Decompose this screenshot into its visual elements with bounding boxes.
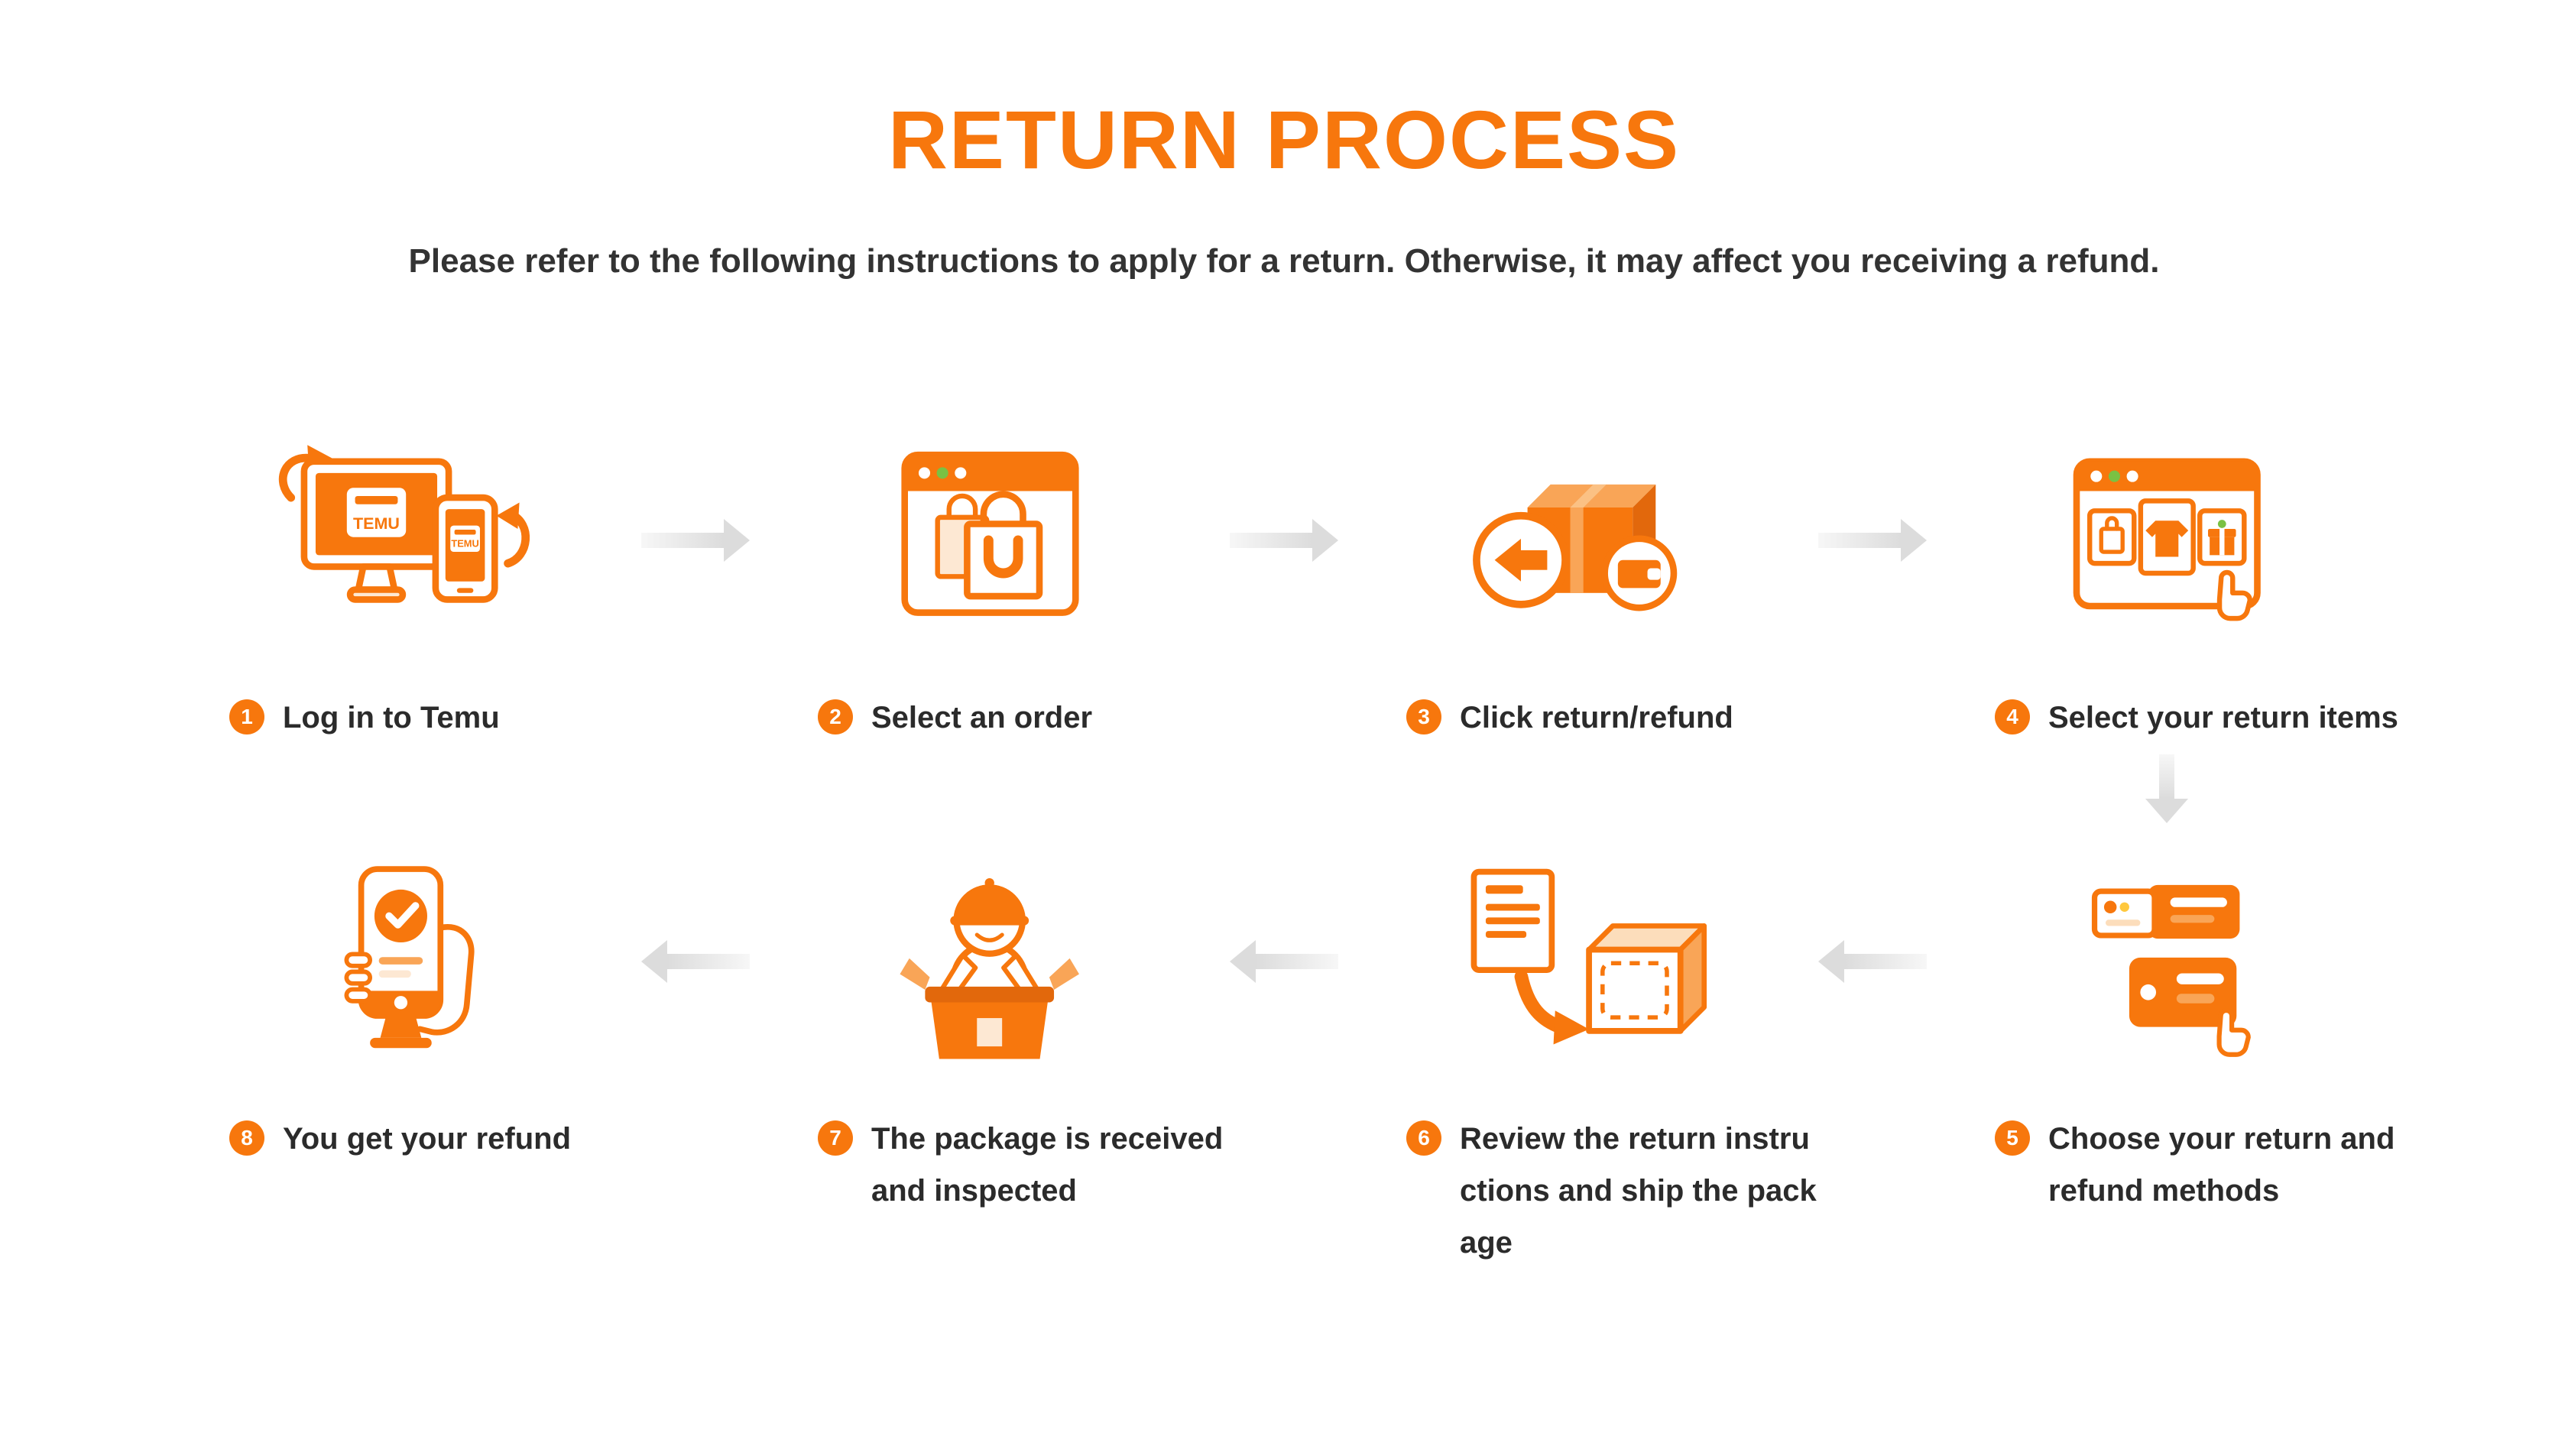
- temu-logo-text: TEMU: [353, 514, 400, 533]
- browser-dot: [918, 467, 930, 479]
- step-3-icon-box: [1341, 426, 1815, 655]
- step-3-label-row: 3 Click return/refund: [1341, 692, 1815, 744]
- refund-methods-icon: [2091, 884, 2251, 1057]
- hand-cursor-icon: [2216, 569, 2252, 621]
- step-number-badge: 6: [1406, 1120, 1441, 1156]
- package-box-icon: [1586, 923, 1707, 1034]
- step-label: Log in to Temu: [283, 701, 500, 734]
- refund-option-row: [2148, 884, 2239, 939]
- step-7-icon-box: [753, 847, 1227, 1076]
- gift-item-card: [2197, 508, 2247, 566]
- bag-item-card: [2086, 508, 2137, 566]
- select-items-browser-icon: [2073, 458, 2261, 621]
- step-1: TEMU TEMU 1: [164, 426, 638, 744]
- ship-package-icon: [1470, 868, 1707, 1045]
- step-2-icon-box: [753, 426, 1227, 655]
- page-title: RETURN PROCESS: [887, 93, 1681, 186]
- flow-row-1: TEMU TEMU 1: [164, 426, 2404, 744]
- step-5-icon-box: [1930, 847, 2404, 1076]
- arrow-left-icon: [1230, 940, 1338, 983]
- instructions-document-icon: [1470, 868, 1555, 973]
- step-1-icon-box: TEMU TEMU: [164, 426, 638, 655]
- step-8: 8 You get your refund: [164, 847, 638, 1269]
- step-5-label-row: 5 Choose your return and refund methods: [1930, 1113, 2404, 1217]
- card-icon: [2091, 888, 2158, 939]
- step-8-icon-box: [164, 847, 638, 1076]
- order-browser-icon: [900, 451, 1079, 616]
- browser-dot: [2126, 470, 2138, 482]
- fingers-icon: [344, 952, 372, 1004]
- step-label: Choose your return and refund methods: [2048, 1122, 2395, 1208]
- arrow-right-icon: [1818, 519, 1927, 562]
- flow-connector: [164, 744, 2404, 847]
- step-number-badge: 7: [818, 1120, 853, 1156]
- arrow-left-icon: [1818, 940, 1927, 983]
- step-2: 2 Select an order: [753, 426, 1227, 744]
- step-5: 5 Choose your return and refund methods: [1930, 847, 2404, 1269]
- arrow-down-icon: [2145, 754, 2188, 823]
- step-7-label-row: 7 The package is received and inspected: [753, 1113, 1227, 1217]
- step-number-badge: 5: [1995, 1120, 2030, 1156]
- smartphone-icon: TEMU: [432, 494, 498, 603]
- phone-stand-icon: [369, 1016, 432, 1049]
- step-label: Review the return instructions and ship …: [1460, 1122, 1817, 1260]
- step-6: 6 Review the return instructions and shi…: [1341, 847, 1817, 1269]
- step-4-label-row: 4 Select your return items: [1930, 692, 2404, 744]
- step-label: Select an order: [871, 701, 1093, 734]
- wallet-icon: [1601, 535, 1677, 611]
- open-box-icon: [900, 958, 1080, 1059]
- step-label: Click return/refund: [1460, 701, 1733, 734]
- return-arrow-icon: [1472, 511, 1569, 608]
- step-6-label-row: 6 Review the return instructions and shi…: [1341, 1113, 1817, 1269]
- monitor-icon: TEMU: [300, 458, 452, 603]
- arrow-left-icon: [641, 940, 750, 983]
- inspector-person-icon: [935, 877, 1044, 1006]
- flow-row-2: 8 You get your refund: [164, 847, 2404, 1269]
- browser-dot: [936, 467, 948, 479]
- step-1-label-row: 1 Log in to Temu: [164, 692, 638, 744]
- arrow-right-icon: [1230, 519, 1338, 562]
- step-4-icon-box: [1930, 426, 2404, 655]
- shirt-item-card: [2138, 498, 2196, 576]
- temu-logo-text-small: TEMU: [452, 538, 480, 550]
- step-label: You get your refund: [283, 1122, 572, 1156]
- browser-dot: [954, 467, 966, 479]
- return-process-flow: TEMU TEMU 1: [164, 426, 2404, 1269]
- step-8-label-row: 8 You get your refund: [164, 1113, 638, 1165]
- page-subtitle: Please refer to the following instructio…: [408, 242, 2160, 280]
- step-number-badge: 8: [229, 1120, 264, 1156]
- shopping-bag-icon: [934, 491, 1042, 600]
- browser-dot: [2108, 470, 2120, 482]
- package-inspection-icon: [900, 877, 1080, 1059]
- step-6-icon-box: [1341, 847, 1815, 1076]
- phone-icon: [358, 866, 443, 1019]
- step-label: Select your return items: [2048, 701, 2398, 734]
- step-3: 3 Click return/refund: [1341, 426, 1815, 744]
- step-7: 7 The package is received and inspected: [753, 847, 1227, 1269]
- temu-devices-icon: TEMU TEMU: [279, 445, 530, 603]
- hand-cursor-icon: [2216, 1007, 2251, 1057]
- step-label: The package is received and inspected: [871, 1122, 1224, 1208]
- success-check-icon: [374, 889, 427, 943]
- step-number-badge: 3: [1406, 699, 1441, 734]
- wallet-icon: [2129, 957, 2236, 1027]
- step-number-badge: 2: [818, 699, 853, 734]
- ship-arrow-icon: [1514, 970, 1590, 1045]
- step-number-badge: 1: [229, 699, 264, 734]
- step-number-badge: 4: [1995, 699, 2030, 734]
- step-2-label-row: 2 Select an order: [753, 692, 1227, 744]
- browser-dot: [2090, 470, 2103, 482]
- arrow-right-icon: [641, 519, 750, 562]
- return-package-icon: [1472, 484, 1677, 611]
- refund-received-icon: [344, 866, 475, 1049]
- step-4: 4 Select your return items: [1930, 426, 2404, 744]
